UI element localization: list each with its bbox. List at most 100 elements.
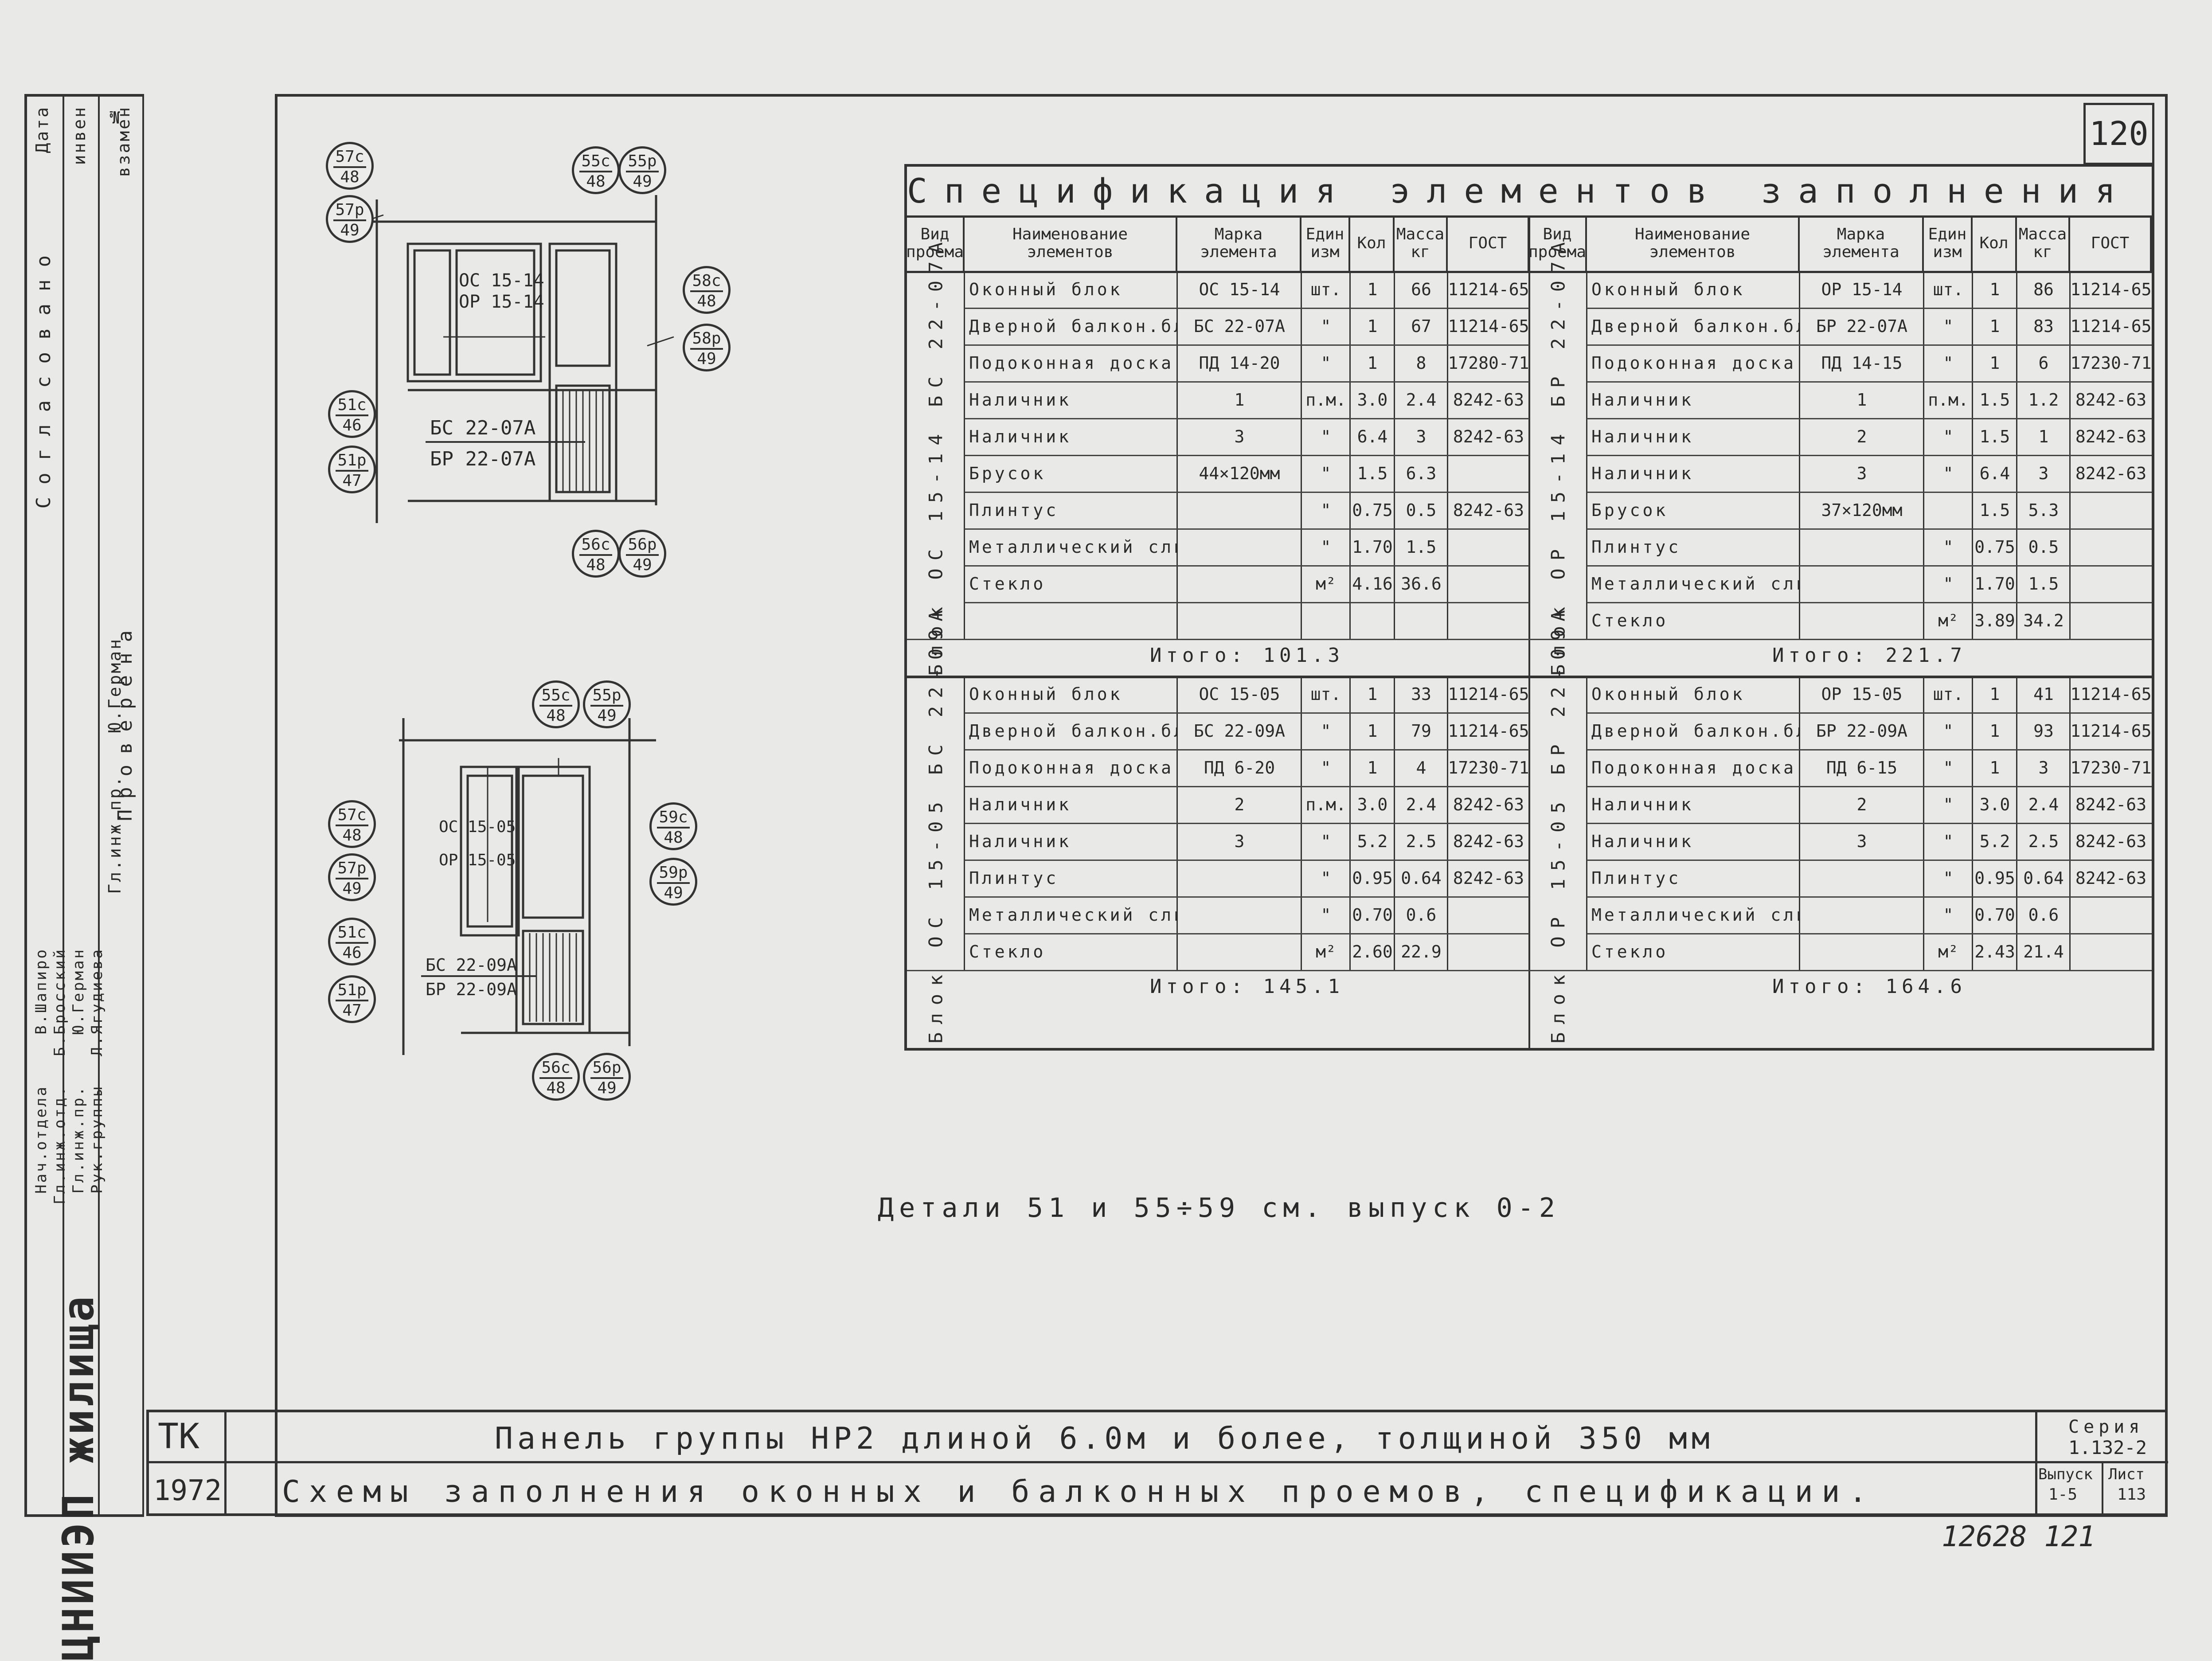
door-mark-divider-2 bbox=[421, 975, 536, 977]
strip-soglasovano: Согласовано bbox=[32, 243, 55, 509]
spec-row-line bbox=[965, 308, 1529, 309]
spec-cell: Наличник bbox=[969, 426, 1072, 446]
spec-header-cell: Марка элемента bbox=[1800, 215, 1924, 271]
spec-cell: 1.5 bbox=[1406, 537, 1437, 557]
strip-org-logo: ЦНИИЭП жилища bbox=[54, 1294, 103, 1661]
spec-col-line bbox=[1586, 271, 1587, 639]
spec-cell: " bbox=[1943, 794, 1954, 814]
spec-row-line bbox=[1587, 602, 2152, 603]
strip-label-vzamen: взамен bbox=[114, 106, 133, 177]
spec-cell bbox=[1448, 565, 1529, 602]
spec-cell: 1 bbox=[1989, 721, 2000, 741]
spec-cell: 5.2 bbox=[1979, 831, 2010, 851]
spec-row-line bbox=[1587, 381, 2152, 383]
spec-title: Спецификация элементов заполнения проемо… bbox=[907, 167, 2152, 218]
spec-cell: " bbox=[1321, 758, 1331, 778]
window-mark-or-1: ОР 15-14 bbox=[459, 292, 544, 312]
spec-row-line bbox=[965, 749, 1529, 750]
spec-cell: шт. bbox=[1310, 684, 1341, 704]
spec-cell: 17230-71 bbox=[1448, 758, 1529, 778]
spec-cell: 1 bbox=[1367, 279, 1378, 299]
spec-group-label: Блок ОС 15-05 БС 22-09А bbox=[925, 602, 947, 1043]
spec-header-cell: Един изм bbox=[1924, 215, 1973, 271]
tb-list: 113 bbox=[2117, 1485, 2146, 1504]
spec-cell: 33 bbox=[1411, 684, 1431, 704]
strip-col-3 bbox=[98, 97, 144, 1514]
spec-cell: 1.70 bbox=[1352, 537, 1393, 557]
spec-cell bbox=[2070, 565, 2152, 602]
spec-cell: " bbox=[1321, 426, 1331, 446]
spec-row-line bbox=[965, 381, 1529, 383]
spec-cell: 1 bbox=[1367, 758, 1378, 778]
spec-cell: " bbox=[1943, 353, 1954, 373]
spec-cell: Стекло bbox=[1591, 610, 1669, 630]
spec-cell: м² bbox=[1316, 574, 1336, 594]
spec-cell: 0.70 bbox=[1974, 905, 2015, 925]
spec-cell: " bbox=[1943, 721, 1954, 741]
tb-vypusk-label: Выпуск bbox=[2038, 1466, 2093, 1483]
spec-row-line bbox=[1587, 860, 2152, 861]
spec-cell: 17230-71 bbox=[2070, 353, 2152, 373]
strip-name-1: В.Шапиро bbox=[32, 948, 50, 1035]
spec-row-line bbox=[1587, 455, 2152, 456]
spec-row-line bbox=[1587, 344, 2152, 346]
spec-cell: 11214-65 bbox=[2070, 316, 2152, 336]
spec-cell: Наличник bbox=[969, 831, 1072, 851]
spec-cell: 8242-63 bbox=[1453, 831, 1524, 851]
spec-cell bbox=[2070, 896, 2152, 933]
spec-cell: 8 bbox=[1416, 353, 1426, 373]
spec-header-cell: Кол bbox=[1350, 215, 1395, 271]
spec-row-line bbox=[1587, 565, 2152, 567]
spec-cell: " bbox=[1321, 537, 1331, 557]
door-mark-bs-2: БС 22-09А bbox=[426, 955, 517, 975]
title-block: ТК 1972 Панель группы НР2 длиной 6.0м и … bbox=[146, 1410, 2168, 1516]
spec-row-line bbox=[1587, 712, 2152, 714]
spec-cell: 6.3 bbox=[1406, 463, 1437, 483]
spec-header-cell: Вид проема bbox=[1528, 215, 1587, 271]
spec-row-line bbox=[965, 786, 1529, 787]
spec-cell bbox=[1177, 860, 1301, 896]
spec-header-cell: Масса кг bbox=[2017, 215, 2070, 271]
spec-cell: 2.43 bbox=[1974, 942, 2015, 961]
spec-header-cell: ГОСТ bbox=[2070, 215, 2152, 271]
spec-cell: 11214-65 bbox=[1448, 684, 1529, 704]
spec-cell: 41 bbox=[2033, 684, 2054, 704]
spec-cell: 11214-65 bbox=[2070, 279, 2152, 299]
strip-label-date: Дата bbox=[32, 106, 52, 153]
window-door-elevation-2 bbox=[399, 718, 656, 1055]
spec-cell: 0.6 bbox=[1406, 905, 1437, 925]
spec-cell: Наличник bbox=[969, 390, 1072, 410]
spec-cell: 36.6 bbox=[1401, 574, 1442, 594]
spec-cell: Стекло bbox=[1591, 942, 1669, 961]
spec-total-rule bbox=[907, 970, 2152, 971]
spec-cell: 1 bbox=[1234, 390, 1245, 410]
spec-cell: ОС 15-14 bbox=[1199, 279, 1280, 299]
spec-cell: 66 bbox=[1411, 279, 1431, 299]
spec-cell: 2.5 bbox=[2028, 831, 2059, 851]
spec-cell: 1 bbox=[1989, 353, 2000, 373]
spec-row-line bbox=[1587, 492, 2152, 493]
spec-cell: Плинтус bbox=[1591, 537, 1681, 557]
spec-header-cell: Кол bbox=[1973, 215, 2017, 271]
spec-cell: 3.0 bbox=[1357, 390, 1388, 410]
tb-right-split bbox=[2102, 1461, 2103, 1516]
spec-cell: " bbox=[1321, 905, 1331, 925]
spec-cell: 2.5 bbox=[1406, 831, 1437, 851]
spec-cell bbox=[1800, 933, 1924, 970]
tb-seria: 1.132-2 bbox=[2068, 1437, 2147, 1458]
spec-row-line bbox=[1587, 308, 2152, 309]
spec-cell: 1 bbox=[2038, 426, 2049, 446]
tb-tk-cell bbox=[149, 1412, 227, 1463]
spec-cell: ОР 15-05 bbox=[1821, 684, 1903, 704]
spec-cell: Наличник bbox=[1591, 831, 1694, 851]
spec-cell: 0.64 bbox=[2023, 868, 2064, 888]
spec-cell: Оконный блок bbox=[969, 279, 1123, 299]
spec-cell: 0.5 bbox=[2028, 537, 2059, 557]
spec-cell bbox=[1800, 896, 1924, 933]
spec-row-line bbox=[965, 896, 1529, 898]
tb-vypusk: 1-5 bbox=[2048, 1485, 2078, 1504]
spec-cell: 67 bbox=[1411, 316, 1431, 336]
